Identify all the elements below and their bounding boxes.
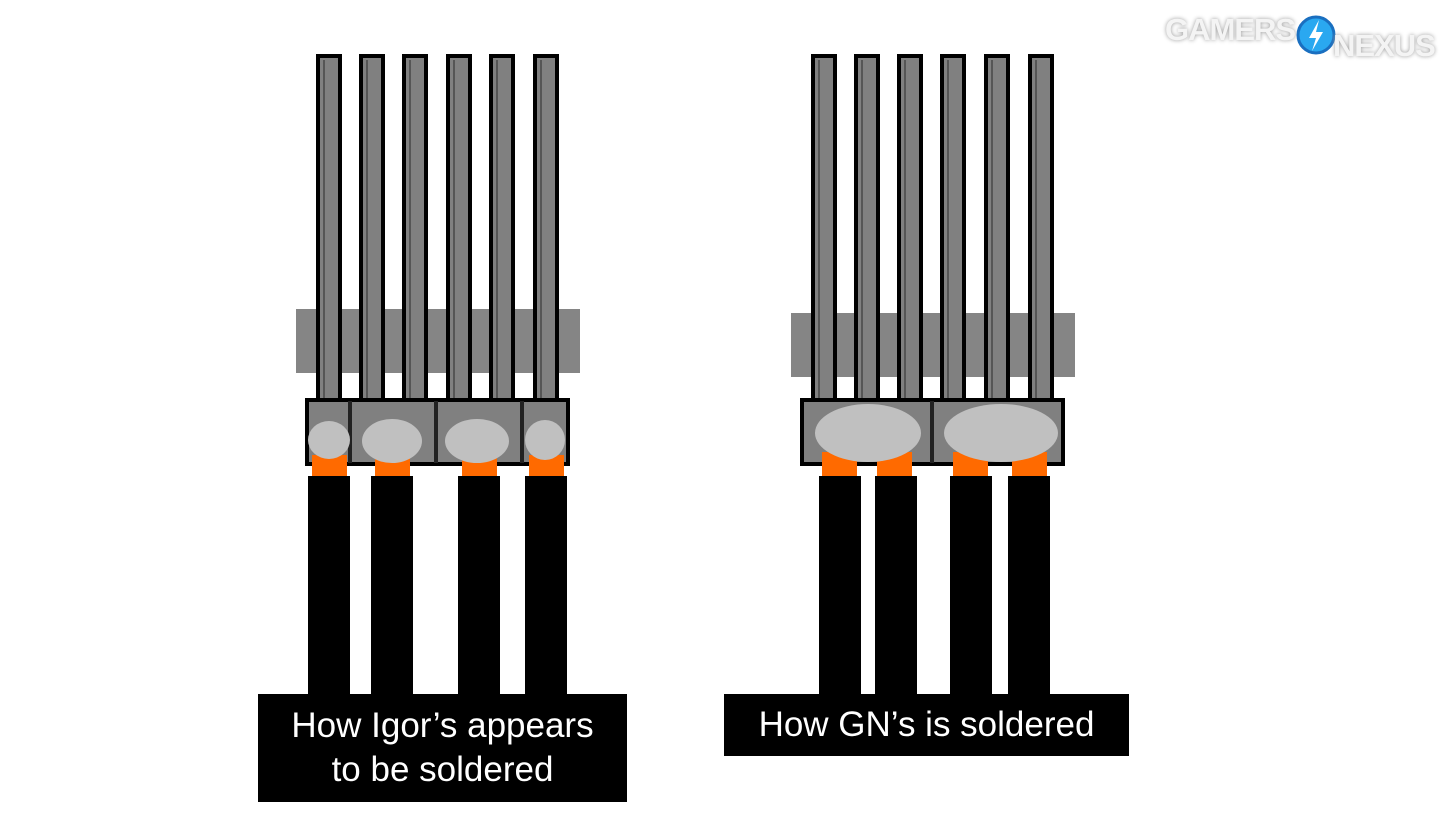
left-solder-pad <box>312 455 347 476</box>
left-caption-line2: to be soldered <box>331 750 554 789</box>
logo-emblem-icon <box>1296 15 1336 55</box>
logo-text-left: GAMERS <box>1165 12 1296 47</box>
left-solder-pad <box>529 455 564 476</box>
right-pin <box>854 54 880 418</box>
left-solder-blob <box>308 421 350 459</box>
right-wire <box>950 476 992 696</box>
right-solder-blob <box>815 404 921 462</box>
left-solder-blob <box>445 419 509 463</box>
left-pin <box>446 54 472 418</box>
right-pin <box>811 54 837 418</box>
right-caption-text: How GN’s is soldered <box>758 705 1095 744</box>
right-connector-housing <box>791 313 1075 377</box>
left-wire <box>371 476 413 696</box>
left-pin <box>533 54 559 418</box>
right-pin <box>1028 54 1054 418</box>
right-solder-blob <box>944 404 1058 462</box>
right-wire <box>819 476 861 696</box>
right-wire <box>1008 476 1050 696</box>
left-connector-housing <box>296 309 580 373</box>
left-pin <box>359 54 385 418</box>
right-wire <box>875 476 917 696</box>
left-pin <box>402 54 428 418</box>
left-wire <box>458 476 500 696</box>
logo-text-right: NEXUS <box>1333 28 1436 63</box>
left-wire <box>308 476 350 696</box>
left-solder-blob <box>362 419 422 463</box>
right-pin <box>897 54 923 418</box>
gamers-nexus-logo: GAMERS NEXUS <box>1165 12 1445 63</box>
left-caption-line1: How Igor’s appears <box>291 706 594 745</box>
left-pin <box>489 54 515 418</box>
left-caption: How Igor’s appears to be soldered <box>258 694 627 802</box>
right-caption: How GN’s is soldered <box>724 694 1129 756</box>
right-pin <box>940 54 966 418</box>
right-pin <box>984 54 1010 418</box>
left-wire <box>525 476 567 696</box>
left-solder-blob <box>525 420 565 460</box>
left-pin <box>316 54 342 418</box>
